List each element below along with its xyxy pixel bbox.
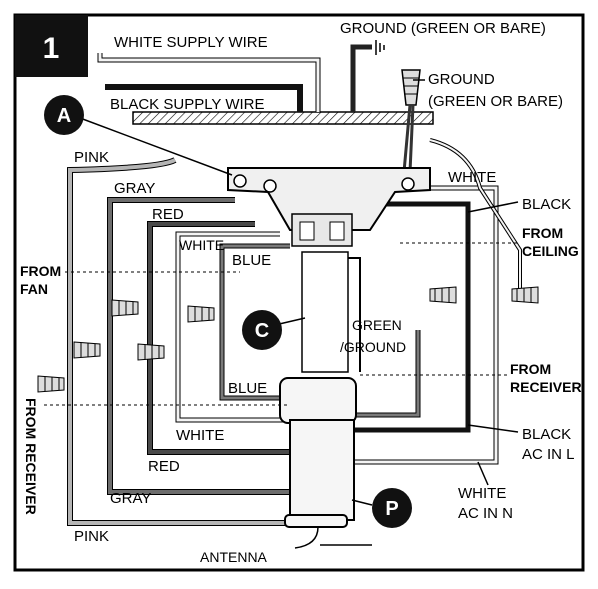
- label-from-receiver-right-1: FROM: [510, 361, 551, 377]
- label-from-fan-1: FROM: [20, 263, 61, 279]
- label-red-bottom: RED: [148, 458, 180, 475]
- label-white-ac-1: WHITE: [458, 485, 506, 502]
- wire-nut-left-2: [73, 341, 101, 359]
- label-gray-bottom: GRAY: [110, 490, 151, 507]
- step-number: 1: [43, 32, 60, 65]
- label-white-inner: WHITE: [179, 237, 224, 253]
- ground-wire-nut: [401, 69, 421, 106]
- label-pink-top: PINK: [74, 149, 109, 166]
- ceiling-plate: [132, 111, 434, 125]
- label-green-ground-2: /GROUND: [340, 339, 406, 355]
- black-supply-wire: [105, 84, 303, 112]
- step-number-box: [15, 15, 88, 77]
- badge-c: [242, 310, 282, 350]
- wire-nut-left-outer: [37, 375, 65, 393]
- label-white-bottom: WHITE: [176, 427, 224, 444]
- label-black-ac-2: AC IN L: [522, 446, 575, 463]
- wire-nut-center: [187, 305, 215, 323]
- badge-c-label: C: [255, 320, 269, 342]
- leader-black-right: [467, 201, 519, 213]
- label-from-receiver-right-2: RECEIVER: [510, 379, 582, 395]
- label-ground-right-2: (GREEN OR BARE): [428, 93, 563, 110]
- label-black-supply: BLACK SUPPLY WIRE: [110, 96, 265, 113]
- mounting-bracket: [227, 167, 431, 247]
- wire-nut-right-1: [429, 286, 457, 304]
- label-blue-top: BLUE: [232, 252, 271, 269]
- downrod: [301, 251, 349, 373]
- ground-supply-wire: [350, 44, 372, 112]
- label-ground-top: GROUND (GREEN OR BARE): [340, 20, 546, 37]
- label-blue-bottom: BLUE: [228, 380, 267, 397]
- badge-a-label: A: [57, 105, 71, 127]
- leader-white-ac: [477, 461, 489, 486]
- label-ground-right-1: GROUND: [428, 71, 495, 88]
- antenna-wire: [294, 526, 319, 549]
- label-black-right: BLACK: [522, 196, 571, 213]
- badge-a: [44, 95, 84, 135]
- label-gray-top: GRAY: [114, 180, 155, 197]
- wire-nut-left-3: [111, 299, 139, 317]
- label-from-ceiling-2: CEILING: [522, 243, 579, 259]
- receiver-unit: [279, 377, 357, 528]
- black-ceiling-wire: [352, 201, 471, 433]
- label-from-ceiling-1: FROM: [522, 225, 563, 241]
- badge-p-label: P: [385, 498, 398, 520]
- label-white-right-top: WHITE: [448, 169, 496, 186]
- label-pink-bottom: PINK: [74, 528, 109, 545]
- label-black-ac-1: BLACK: [522, 426, 571, 443]
- label-red-top: RED: [152, 206, 184, 223]
- wire-nut-left-4: [137, 343, 165, 361]
- badge-p: [372, 488, 412, 528]
- wire-nut-right-2: [511, 286, 539, 304]
- label-antenna: ANTENNA: [200, 549, 268, 565]
- label-from-receiver-left: FROM RECEIVER: [23, 398, 39, 515]
- label-white-supply: WHITE SUPPLY WIRE: [114, 34, 268, 51]
- green-ground-wire: [348, 257, 361, 372]
- leader-p: [351, 499, 373, 506]
- label-white-ac-2: AC IN N: [458, 505, 513, 522]
- leader-black-ac: [467, 424, 519, 433]
- white-supply-wire-core: [98, 53, 320, 112]
- label-green-ground-1: GREEN: [352, 317, 402, 333]
- label-from-fan-2: FAN: [20, 281, 48, 297]
- leader-a: [79, 117, 233, 176]
